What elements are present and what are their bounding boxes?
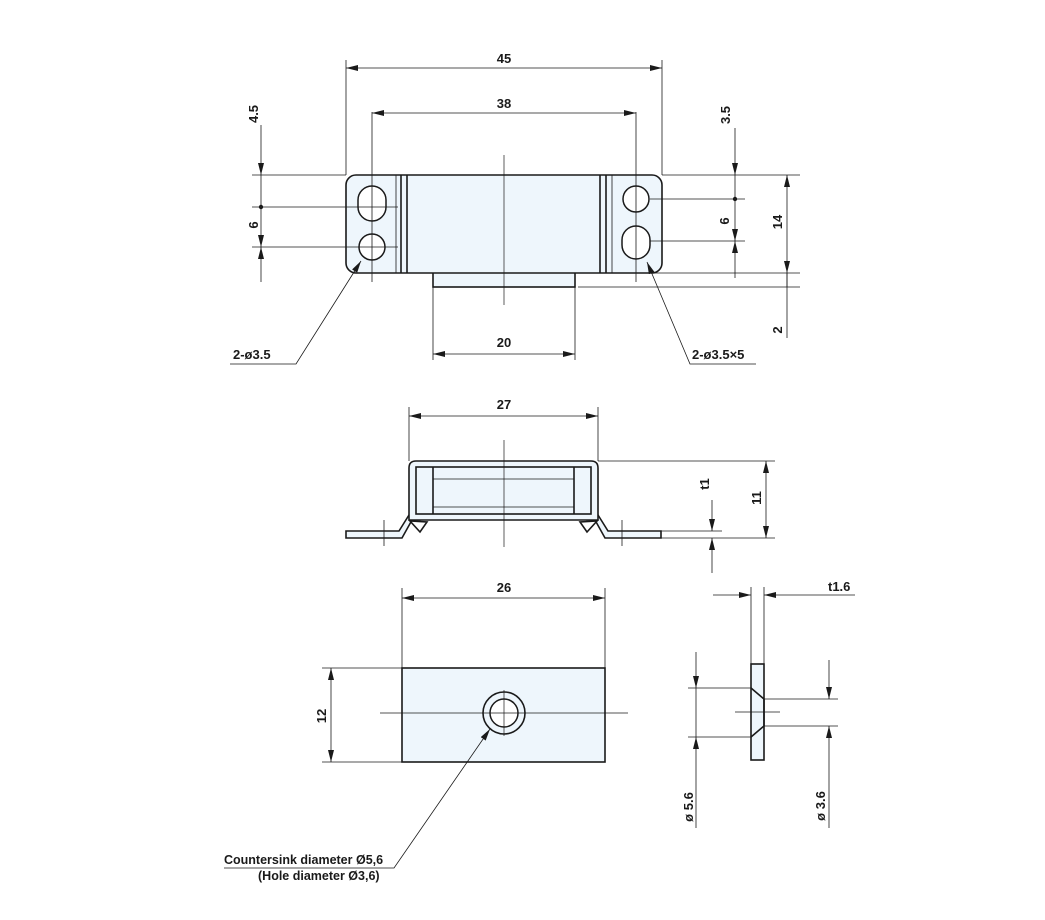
dim-plate-height: 12 [314, 709, 329, 723]
label-left-holes: 2-ø3.5 [233, 347, 271, 362]
dim-side-height: 11 [749, 491, 764, 505]
note-countersink: Countersink diameter Ø5,6 [224, 853, 383, 867]
dim-hole-pitch: 38 [497, 96, 511, 111]
dim-plate-width: 26 [497, 580, 511, 595]
dim-left-top-offset: 4.5 [246, 105, 261, 123]
dim-section-thickness: t1.6 [828, 579, 850, 594]
label-right-slots: 2-ø3.5×5 [692, 347, 744, 362]
dim-magnet-width: 20 [497, 335, 511, 350]
dim-height: 14 [770, 214, 785, 229]
dim-plate-thickness: t1 [697, 478, 712, 490]
side-view: 27 t1 11 [345, 397, 775, 573]
dim-overall-width: 45 [497, 51, 511, 66]
dim-housing-width: 27 [497, 397, 511, 412]
note-hole: (Hole diameter Ø3,6) [258, 869, 380, 883]
dim-countersink-diameter: ø 5.6 [681, 792, 696, 822]
top-view: 45 38 20 4.5 6 3.5 6 14 [230, 51, 800, 365]
dim-left-hole-pitch: 6 [246, 221, 261, 228]
strike-plate-view: 26 12 Countersink diameter Ø5,6 (Hole di… [224, 580, 628, 883]
dim-hole-diameter: ø 3.6 [813, 791, 828, 821]
strike-plate-section: t1.6 ø 5.6 ø 3.6 [681, 579, 855, 828]
dim-right-hole-pitch: 6 [717, 217, 732, 224]
dim-magnet-projection: 2 [770, 326, 785, 333]
dim-right-top-offset: 3.5 [718, 106, 733, 124]
